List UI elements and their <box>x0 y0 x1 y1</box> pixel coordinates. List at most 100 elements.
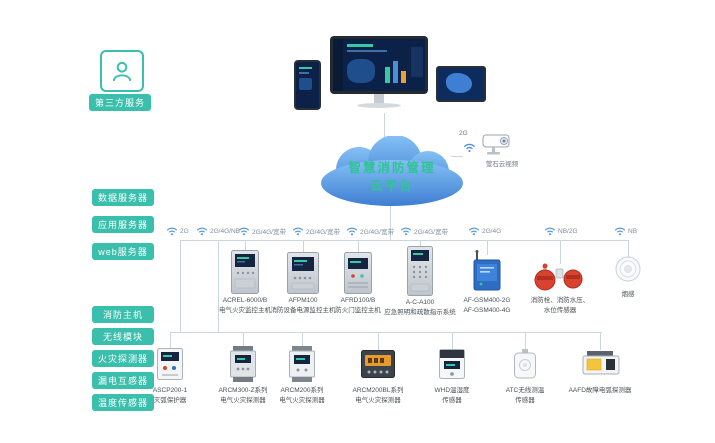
desktop-monitor-mockup <box>330 36 428 116</box>
device-desc: 应急照明和疏散指示系统 <box>384 308 456 316</box>
connection-text: 2G/4G <box>482 227 502 235</box>
device-arcm200-icon <box>289 346 315 382</box>
device-model: ACREL-6000/B <box>222 297 268 304</box>
wifi-icon <box>346 227 358 236</box>
wifi-icon <box>468 227 480 236</box>
phone-screen-decor <box>299 72 309 74</box>
dashboard-bar <box>385 67 390 83</box>
connector-line <box>452 332 453 349</box>
wifi-icon <box>614 227 626 236</box>
camera-conn-label: 2G <box>459 130 468 137</box>
device-desc: 灭弧保护器 <box>153 396 187 404</box>
phone-screen-decor <box>299 67 312 69</box>
connection-label: 2G/4G/宽带 <box>400 226 448 236</box>
connector-line <box>600 332 601 350</box>
device-model: ATC无线测温 <box>505 387 545 394</box>
connector-line <box>384 113 385 140</box>
device-desc: 电气火灾探测器 <box>279 396 325 404</box>
category-tag-fire-detector: 火灾探测器 <box>92 350 154 367</box>
tablet-mockup <box>436 66 486 102</box>
device-model: ASCP200-1 <box>152 387 188 394</box>
third-party-icon-box <box>100 50 144 92</box>
device-aca100-icon <box>407 246 433 296</box>
dashboard-map <box>347 59 375 83</box>
device-label: ARCM200BL系列 电气火灾探测器 <box>339 386 417 406</box>
device-model: WHD温湿度 <box>434 387 470 394</box>
wifi-icon <box>544 227 556 236</box>
connector-line <box>451 156 463 157</box>
connection-label: 2G/4G/宽带 <box>346 226 394 236</box>
device-desc: 电气火灾探测器 <box>220 396 266 404</box>
device-afpm100-icon <box>287 252 319 294</box>
category-tag-fire-host: 消防主机 <box>92 306 154 323</box>
device-desc: 水位传感器 <box>543 306 577 314</box>
connector-line <box>180 240 181 332</box>
device-desc: 消防设备电源监控主机 <box>270 306 336 314</box>
device-label: A-C-A100 应急照明和疏散指示系统 <box>380 298 460 318</box>
device-label: ARCM200系列 电气火灾探测器 <box>263 386 341 406</box>
device-label: AFPM100 消防设备电源监控主机 <box>264 296 342 316</box>
device-model: AAFD故障电弧探测器 <box>568 387 632 394</box>
device-label: ARCM300-Z系列 电气火灾探测器 <box>204 386 282 406</box>
connection-text: 2G/4G/NB <box>210 227 240 235</box>
wifi-icon <box>400 227 412 236</box>
wifi-icon <box>196 227 208 236</box>
device-model: 消防栓、消防水压、 <box>530 297 590 304</box>
category-tag-leakage: 漏电互感器 <box>92 372 154 389</box>
bus-line-top <box>180 240 629 241</box>
connector-line <box>560 240 561 264</box>
dashboard-chart <box>347 44 373 47</box>
connection-text: NB <box>628 227 638 235</box>
connector-line <box>218 240 219 332</box>
connection-label: 2G/4G <box>468 226 501 236</box>
dashboard-panel <box>411 47 423 77</box>
phone-screen-decor <box>299 78 312 90</box>
device-model: ARCM200BL系列 <box>352 387 404 394</box>
connector-line <box>358 240 359 255</box>
device-label: AFRD100/B 防火门监控主机 <box>319 296 397 316</box>
device-afgsm400-icon <box>473 250 501 291</box>
connector-line <box>628 240 629 258</box>
cloud-shape <box>321 136 463 206</box>
category-tag-wireless: 无线模块 <box>92 328 154 345</box>
connection-text: 2G <box>180 227 189 235</box>
connector-line <box>525 332 526 349</box>
device-model: AFRD100/B <box>340 297 376 304</box>
dashboard-chart <box>347 50 387 52</box>
device-label: 消防栓、消防水压、 水位传感器 <box>523 296 597 316</box>
device-desc: AF-GSM400-4G <box>463 306 511 314</box>
camera-label: 萤石云视频 <box>485 161 519 168</box>
connector-line <box>170 332 171 349</box>
cloud-title-line2: 云平台 <box>370 179 414 193</box>
device-desc: 电气火灾探测器 <box>355 396 401 404</box>
connection-label: 2G/4G/NB <box>196 226 240 236</box>
device-label: WHD温湿度 传感器 <box>413 386 491 406</box>
device-label: AAFD故障电弧探测器 <box>561 386 639 396</box>
device-model: 烟感 <box>621 291 635 298</box>
dashboard-screen <box>333 39 425 91</box>
device-desc: 电气火灾监控主机 <box>219 306 271 314</box>
connector-line <box>245 240 246 254</box>
device-label: ACREL-6000/B 电气火灾监控主机 <box>206 296 284 316</box>
device-label: ATC无线测温 传感器 <box>486 386 564 406</box>
tablet-map-decor <box>446 73 472 93</box>
device-aafd-icon <box>582 351 620 375</box>
device-model: AFPM100 <box>288 297 318 304</box>
connector-line <box>302 332 303 347</box>
bus-line-bottom <box>170 332 602 333</box>
connection-text: 2G/4G/宽带 <box>360 229 394 236</box>
server-tag-app: 应用服务器 <box>92 216 154 233</box>
category-tag-temperature: 温度传感器 <box>92 394 154 411</box>
dashboard-sidebar <box>333 39 343 91</box>
dashboard-bar <box>401 71 406 83</box>
monitor-frame <box>330 36 428 94</box>
device-model: ARCM300-Z系列 <box>218 387 268 394</box>
device-ascp200-icon <box>157 348 183 380</box>
device-label: 烟感 <box>608 290 648 300</box>
connector-line <box>390 205 391 241</box>
device-afrd100-icon <box>344 252 372 294</box>
smartphone-mockup <box>294 60 321 110</box>
person-icon <box>112 61 132 82</box>
device-arcm300z-icon <box>230 346 256 382</box>
